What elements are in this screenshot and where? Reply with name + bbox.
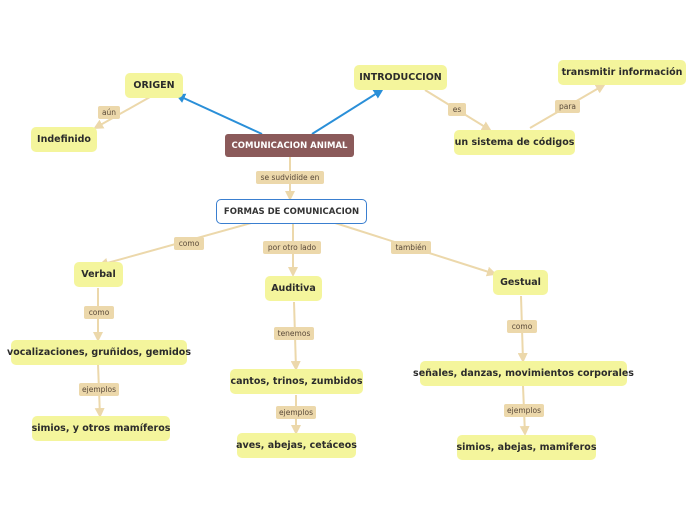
label-es: es [448,103,466,116]
label-ejemplos-gestual: ejemplos [504,404,544,417]
node-verbal[interactable]: Verbal [74,262,123,287]
hub-node-formas-de-comunicacion[interactable]: FORMAS DE COMUNICACION [216,199,367,224]
node-sistema-de-codigos[interactable]: un sistema de códigos [454,130,575,155]
node-simios-otros-mamiferos[interactable]: simios, y otros mamíferos [32,416,170,441]
label-aun: aún [98,106,120,119]
node-senales-danzas[interactable]: señales, danzas, movimientos corporales [413,361,634,386]
node-auditiva[interactable]: Auditiva [265,276,322,301]
label-por-otro-lado: por otro lado [263,241,321,254]
label-ejemplos-verbal: ejemplos [79,383,119,396]
label-ejemplos-auditiva: ejemplos [276,406,316,419]
node-transmitir-informacion[interactable]: transmitir información [558,60,686,85]
node-vocalizaciones[interactable]: vocalizaciones, gruñidos, gemidos [7,340,191,365]
label-tenemos: tenemos [274,327,314,340]
node-simios-abejas-mamiferos[interactable]: simios, abejas, mamiferos [457,435,596,460]
label-como-verbal: como [174,237,204,250]
node-aves-abejas-cetaceos[interactable]: aves, abejas, cetáceos [236,433,357,458]
root-node-comunicacion-animal[interactable]: COMUNICACION ANIMAL [225,134,354,157]
node-indefinido[interactable]: Indefinido [31,127,97,152]
label-como-verbal-2: como [84,306,114,319]
arrow-root-origen [175,93,263,135]
node-gestual[interactable]: Gestual [493,270,548,295]
label-como-gestual: como [507,320,537,333]
node-cantos-trinos-zumbidos[interactable]: cantos, trinos, zumbidos [230,369,363,394]
label-tambien: también [391,241,431,254]
node-introduccion[interactable]: INTRODUCCION [354,65,447,90]
node-origen[interactable]: ORIGEN [125,73,183,98]
label-para: para [555,100,580,113]
arrow-root-introduccion [311,88,384,135]
label-se-subdivide-en: se sudvidide en [256,171,324,184]
